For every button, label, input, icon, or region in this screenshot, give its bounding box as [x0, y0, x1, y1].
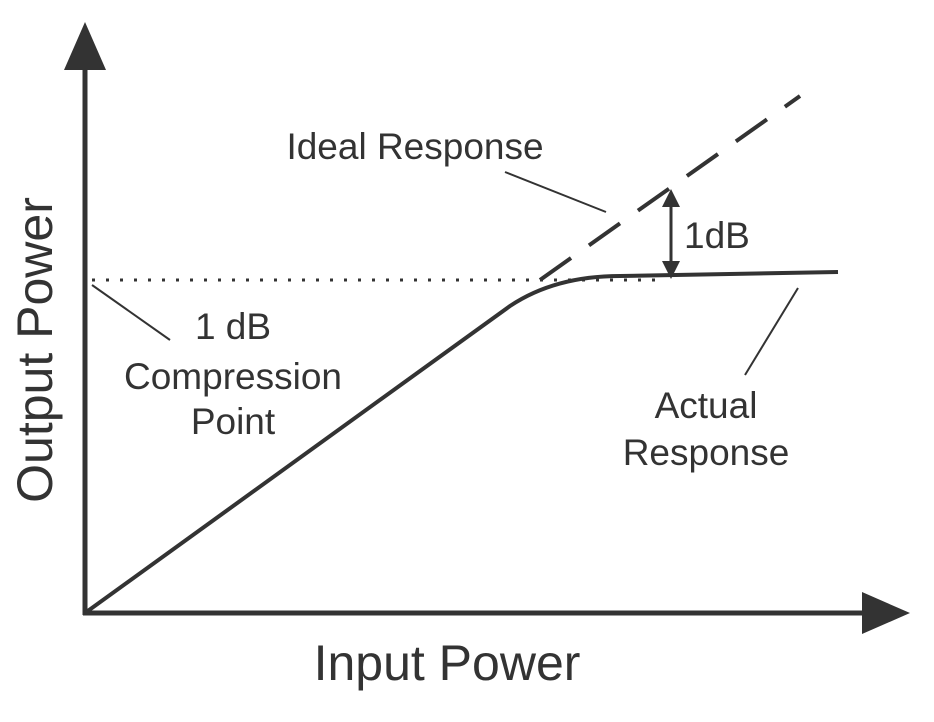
compression-point-label-line1: 1 dB	[195, 306, 271, 347]
x-axis-label: Input Power	[314, 635, 581, 691]
actual-response-leader	[744, 287, 799, 376]
y-axis-arrowhead	[64, 22, 106, 70]
gain-gap-label: 1dB	[684, 215, 750, 256]
compression-point-label-line2: Compression	[124, 356, 342, 397]
ideal-response-label: Ideal Response	[286, 126, 543, 167]
actual-response-label-line2: Response	[623, 432, 790, 473]
actual-response-curve	[83, 270, 839, 615]
x-axis-arrowhead	[862, 592, 910, 634]
y-axis-label: Output Power	[7, 197, 63, 503]
ideal-response-dashed-line	[538, 94, 802, 282]
ideal-response-leader	[504, 171, 607, 213]
compression-point-label-line3: Point	[191, 401, 276, 442]
compression-point-leader	[91, 284, 171, 341]
actual-response-label-line1: Actual	[655, 385, 758, 426]
